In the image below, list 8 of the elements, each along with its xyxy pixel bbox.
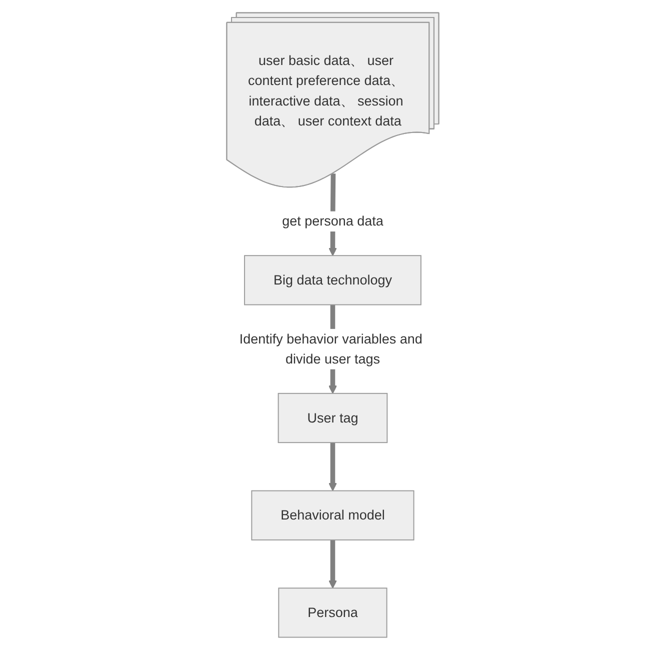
node-box: Behavioral model bbox=[250, 490, 414, 540]
node-box: Persona bbox=[278, 587, 388, 638]
node-box: Big data technology bbox=[244, 254, 422, 305]
arrow bbox=[328, 442, 337, 491]
edge-label: get persona data bbox=[282, 212, 384, 228]
node-box: User tag bbox=[278, 392, 388, 443]
arrow bbox=[328, 539, 337, 588]
edge-label: Identify behavior variables and divide user tags bbox=[239, 330, 422, 366]
